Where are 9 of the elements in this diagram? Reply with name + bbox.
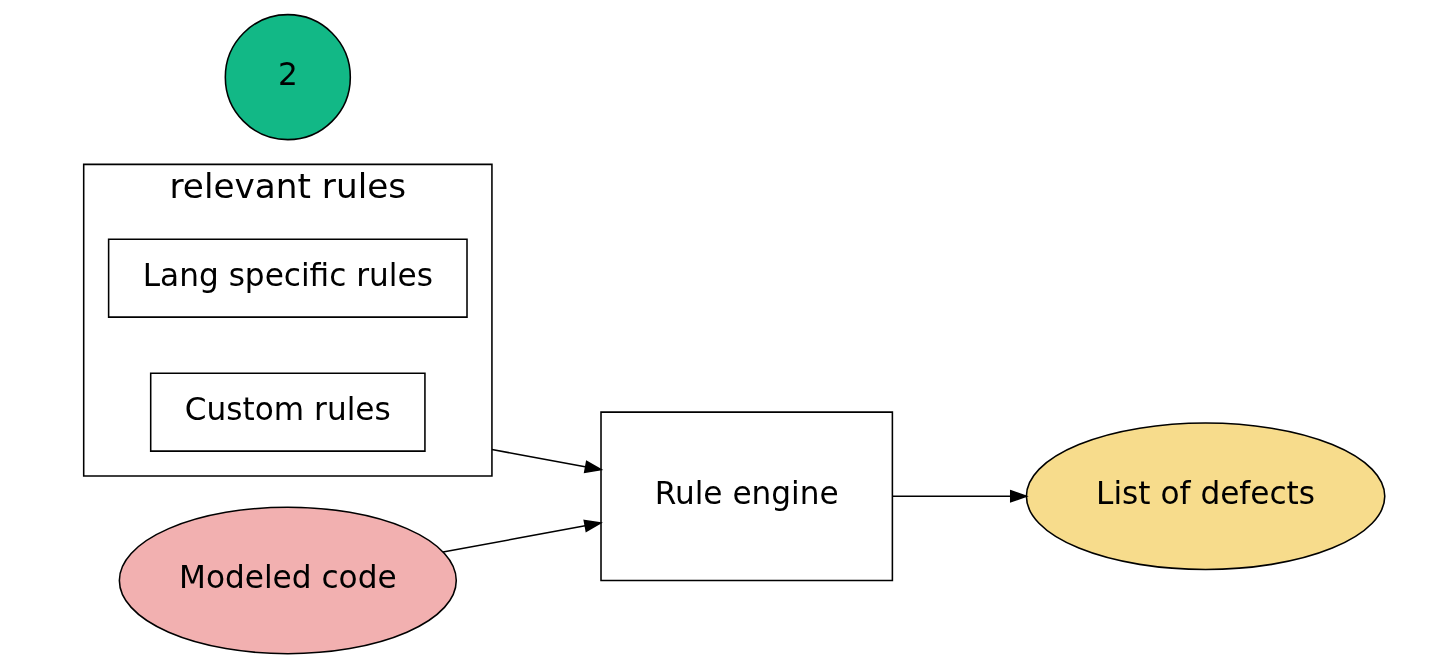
node-circle: 2 bbox=[224, 13, 352, 141]
arrow bbox=[491, 448, 604, 474]
node-box: Rule engine bbox=[600, 411, 894, 582]
node-ellipse: List of defects bbox=[1025, 422, 1386, 571]
node-box: Custom rules bbox=[149, 372, 426, 452]
arrow bbox=[442, 519, 603, 553]
node-box: Lang specific rules bbox=[107, 238, 468, 318]
node-ellipse: Modeled code bbox=[118, 506, 458, 655]
arrow bbox=[891, 489, 1029, 503]
